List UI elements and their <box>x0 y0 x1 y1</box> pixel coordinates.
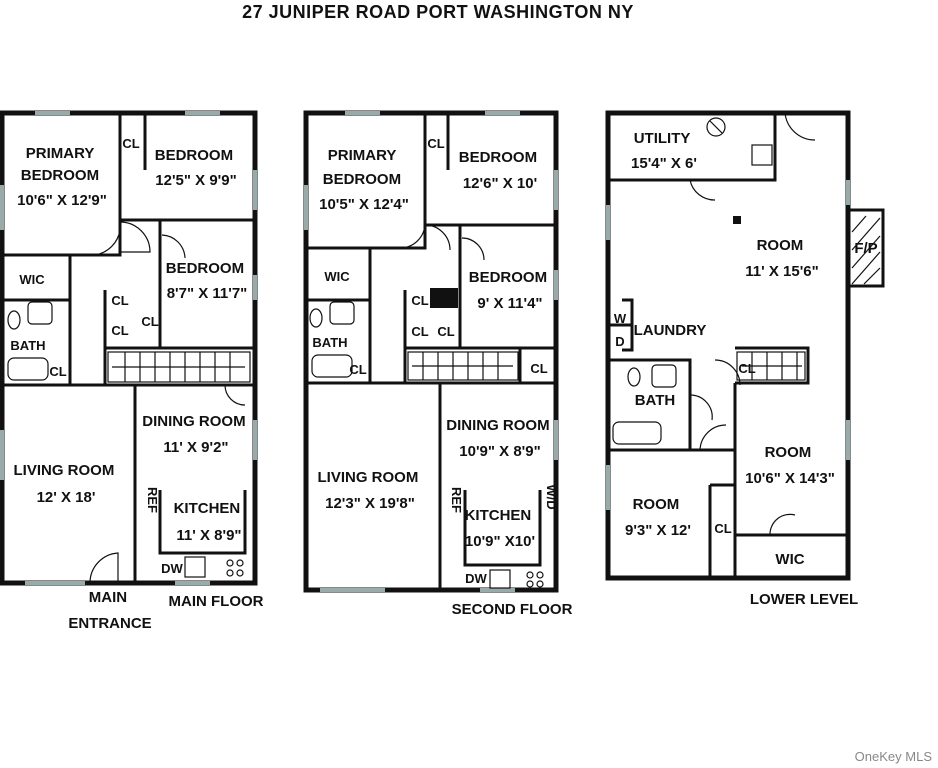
lower-bath-label: BATH <box>635 392 676 409</box>
door-icon <box>714 359 741 386</box>
door-icon <box>769 513 796 536</box>
door-icon <box>689 179 716 201</box>
fireplace <box>846 208 885 288</box>
second-closet-label: CL <box>530 361 547 376</box>
second-closet-label: CL <box>411 293 428 308</box>
lower-room-left-label: ROOM 9'3" X 12' <box>625 496 691 539</box>
door-icon <box>224 384 246 406</box>
second-bedroom-2-label: BEDROOM 9' X 11'4" <box>469 269 552 312</box>
main-dining-room-label: DINING ROOM 11' X 9'2" <box>142 413 250 456</box>
lower-closet-label: CL <box>714 521 731 536</box>
main-bedroom-1-label: BEDROOM 12'5" X 9'9" <box>155 147 238 189</box>
lower-stairs <box>736 351 806 381</box>
second-bath-label: BATH <box>312 335 347 350</box>
door-icon <box>689 394 713 421</box>
door-icon <box>461 237 485 261</box>
second-closet-label: CL <box>349 362 366 377</box>
door-icon <box>94 229 121 256</box>
second-dw-label: DW <box>465 571 487 586</box>
second-dining-room-label: DINING ROOM 10'9" X 8'9" <box>446 417 554 460</box>
second-closet-label: CL <box>427 136 444 151</box>
lower-washer-label: W <box>614 311 627 326</box>
main-kitchen-label: KITCHEN 11' X 8'9" <box>174 500 245 544</box>
second-floor-plan: PRIMARY BEDROOM 10'5" X 12'4" BEDROOM 12… <box>303 110 573 618</box>
door-icon <box>784 112 816 141</box>
main-floor-plan: PRIMARY BEDROOM 10'6" X 12'9" BEDROOM 12… <box>0 110 264 632</box>
door-icon <box>424 224 451 251</box>
door-icon <box>89 552 119 584</box>
lower-closet-label: CL <box>738 361 755 376</box>
main-closet-label: CL <box>111 323 128 338</box>
second-bedroom-1-label: BEDROOM 12'6" X 10' <box>459 149 542 192</box>
second-kitchen-label: KITCHEN 10'9" X10' <box>465 507 536 550</box>
lower-outer-wall <box>605 110 851 581</box>
lower-wic-label: WIC <box>775 551 804 568</box>
door-icon <box>399 222 426 249</box>
second-floor-caption: SECOND FLOOR <box>452 601 573 618</box>
main-wic-label: WIC <box>19 272 45 287</box>
main-stairs <box>107 351 251 383</box>
main-bath-label: BATH <box>10 338 45 353</box>
main-primary-bedroom-label: PRIMARY BEDROOM 10'6" X 12'9" <box>17 145 107 209</box>
second-closet-label: CL <box>437 324 454 339</box>
lower-laundry-label: LAUNDRY <box>634 322 707 339</box>
main-dw-label: DW <box>161 561 183 576</box>
lower-level-caption: LOWER LEVEL <box>750 591 858 608</box>
main-closet-label: CL <box>49 364 66 379</box>
lower-fireplace-label: F/P <box>854 240 877 257</box>
main-closet-label: CL <box>141 314 158 329</box>
door-icon <box>119 221 151 253</box>
main-closet-label: CL <box>122 136 139 151</box>
lower-level-plan: UTILITY 15'4" X 6' ROOM 11' X 15'6" ROOM… <box>605 110 885 608</box>
watermark: OneKey MLS <box>854 749 932 764</box>
lower-room-right-label: ROOM 10'6" X 14'3" <box>745 444 835 487</box>
second-outer-wall <box>303 110 559 593</box>
second-wd-label: W/D <box>544 484 559 509</box>
main-bedroom-2-label: BEDROOM 8'7" X 11'7" <box>166 260 249 302</box>
second-stairs <box>407 351 519 381</box>
main-ref-label: REF <box>145 487 160 513</box>
lower-utility-label: UTILITY 15'4" X 6' <box>631 130 697 172</box>
lower-dryer-label: D <box>615 334 624 349</box>
door-icon <box>699 424 727 451</box>
second-wic-label: WIC <box>324 269 350 284</box>
lower-room-main-label: ROOM 11' X 15'6" <box>745 237 818 280</box>
second-closet-label: CL <box>411 324 428 339</box>
second-ref-label: REF <box>449 487 464 513</box>
main-closet-label: CL <box>111 293 128 308</box>
water-heater-icon <box>706 117 726 137</box>
main-entrance-caption: MAIN ENTRANCE <box>68 589 151 632</box>
plan-title: 27 JUNIPER ROAD PORT WASHINGTON NY <box>242 2 634 22</box>
second-living-room-label: LIVING ROOM 12'3" X 19'8" <box>317 469 422 512</box>
second-primary-bedroom-label: PRIMARY BEDROOM 10'5" X 12'4" <box>319 147 409 213</box>
main-living-room-label: LIVING ROOM 12' X 18' <box>13 462 118 506</box>
main-floor-caption: MAIN FLOOR <box>169 593 264 610</box>
door-icon <box>161 234 186 259</box>
